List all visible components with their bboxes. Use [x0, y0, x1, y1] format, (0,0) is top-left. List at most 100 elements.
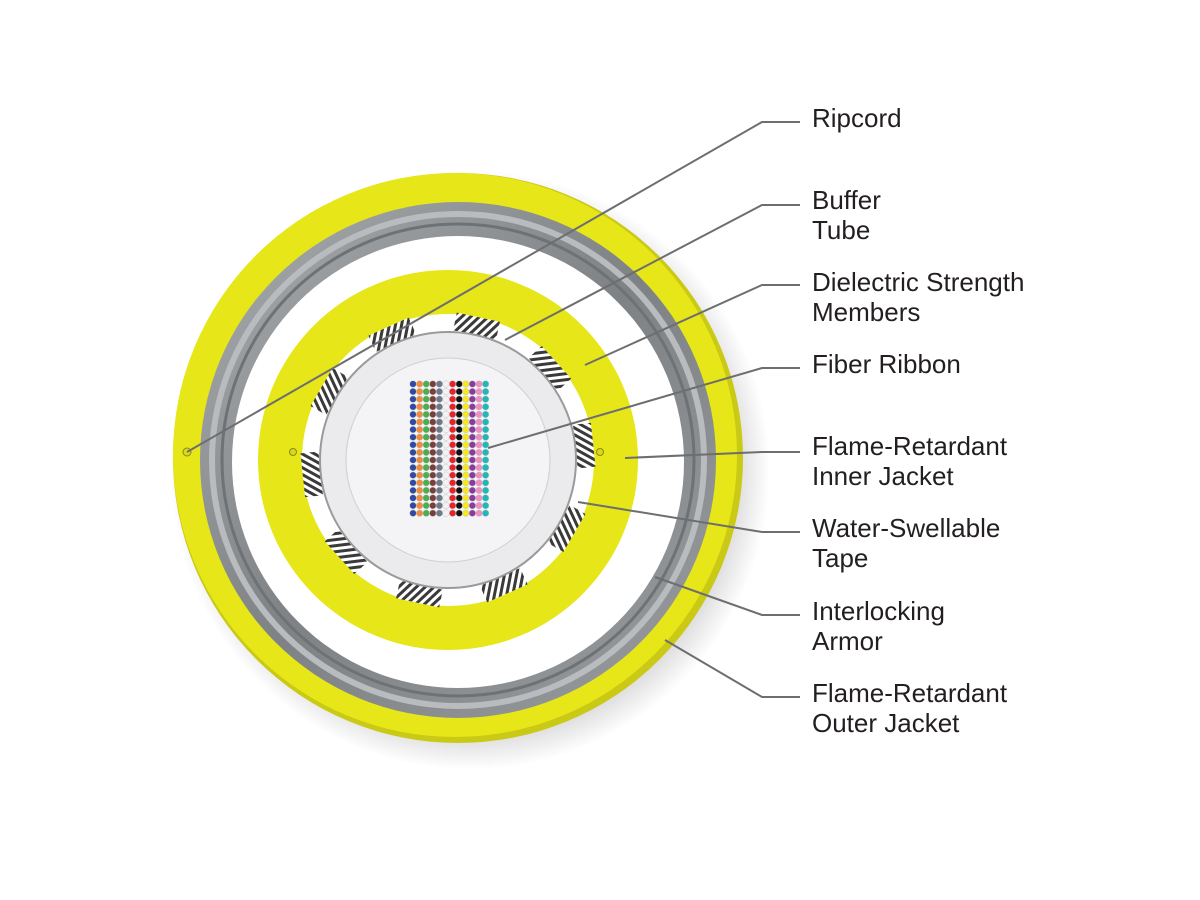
ripcord-inner-right [596, 448, 604, 456]
leader-ripcord [186, 121, 800, 453]
fiber-dot [462, 426, 470, 434]
fiber-dot [468, 403, 476, 411]
fiber-dot [429, 448, 437, 456]
fiber-dot [468, 418, 476, 426]
label-fiber-ribbon: Fiber Ribbon [812, 349, 961, 379]
fiber-dot [442, 403, 450, 411]
fiber-dot [442, 494, 450, 502]
fiber-dot [409, 471, 417, 479]
fiber-dot [475, 441, 483, 449]
fiber-dot [416, 486, 424, 494]
fiber-dot [482, 486, 490, 494]
fiber-dot [429, 418, 437, 426]
fiber-dot [422, 448, 430, 456]
fiber-dot [468, 448, 476, 456]
fiber-dot [442, 410, 450, 418]
fiber-dot [455, 433, 463, 441]
fiber-dot [435, 433, 443, 441]
fiber-dot [409, 509, 417, 517]
fiber-dot [429, 426, 437, 434]
fiber-dot [468, 395, 476, 403]
leader-strength-members [584, 284, 800, 366]
fiber-dot [429, 471, 437, 479]
fiber-dot [455, 502, 463, 510]
fiber-dot [475, 403, 483, 411]
fiber-dot [416, 426, 424, 434]
fiber-dot [435, 403, 443, 411]
leader-lines [186, 121, 800, 698]
fiber-dot [455, 441, 463, 449]
fiber-dot [468, 426, 476, 434]
strength-member [528, 345, 572, 391]
fiber-dot [409, 479, 417, 487]
fiber-dot [429, 395, 437, 403]
fiber-dot [455, 388, 463, 396]
fiber-dot [442, 441, 450, 449]
fiber-dot [468, 509, 476, 517]
fiber-dot [416, 494, 424, 502]
fiber-dot [416, 388, 424, 396]
fiber-dot [435, 410, 443, 418]
fiber-dot [468, 471, 476, 479]
fiber-dot [442, 502, 450, 510]
fiber-dot [422, 403, 430, 411]
fiber-dot [422, 456, 430, 464]
fiber-dot [482, 380, 490, 388]
fiber-dot [409, 441, 417, 449]
fiber-dot [449, 403, 457, 411]
fiber-dot [455, 395, 463, 403]
fiber-dot [462, 486, 470, 494]
fiber-dot [455, 509, 463, 517]
strength-member [310, 367, 349, 416]
fiber-dot [449, 448, 457, 456]
fiber-dot [462, 418, 470, 426]
fiber-dot [455, 380, 463, 388]
fiber-dot [416, 464, 424, 472]
fiber-dot [416, 502, 424, 510]
fiber-dot [449, 456, 457, 464]
fiber-dot [482, 456, 490, 464]
fiber-dot [455, 471, 463, 479]
fiber-dot [449, 441, 457, 449]
label-water-swellable-tape: Water-Swellable Tape [812, 513, 1001, 573]
fiber-dot [482, 471, 490, 479]
fiber-dot [449, 380, 457, 388]
fiber-dot [422, 486, 430, 494]
fiber-dot [449, 410, 457, 418]
fiber-dot [449, 509, 457, 517]
fiber-dot [422, 380, 430, 388]
fiber-dot [409, 403, 417, 411]
fiber-dot [462, 502, 470, 510]
fiber-dot [455, 426, 463, 434]
fiber-dot [475, 410, 483, 418]
fiber-dot [475, 494, 483, 502]
fiber-dot [468, 380, 476, 388]
fiber-dot [409, 494, 417, 502]
fiber-dot [449, 388, 457, 396]
fiber-dot [462, 433, 470, 441]
fiber-dot [455, 486, 463, 494]
fiber-dot [449, 479, 457, 487]
fiber-dot [482, 448, 490, 456]
fiber-dot [462, 509, 470, 517]
fiber-dot [442, 456, 450, 464]
label-buffer-tube: Buffer Tube [812, 185, 881, 245]
fiber-dot [409, 433, 417, 441]
fiber-dot [422, 418, 430, 426]
leader-buffer-tube [504, 204, 800, 341]
fiber-dot [409, 448, 417, 456]
fiber-dot [442, 448, 450, 456]
fiber-dot [482, 502, 490, 510]
fiber-dot [416, 456, 424, 464]
fiber-dot [422, 433, 430, 441]
fiber-dot [429, 410, 437, 418]
fiber-dot [468, 494, 476, 502]
fiber-dot [429, 509, 437, 517]
fiber-dot [409, 426, 417, 434]
fiber-dot [475, 509, 483, 517]
fiber-dot [416, 403, 424, 411]
fiber-dot [442, 395, 450, 403]
fiber-dot [416, 410, 424, 418]
fiber-dot [455, 494, 463, 502]
fiber-dot [475, 380, 483, 388]
